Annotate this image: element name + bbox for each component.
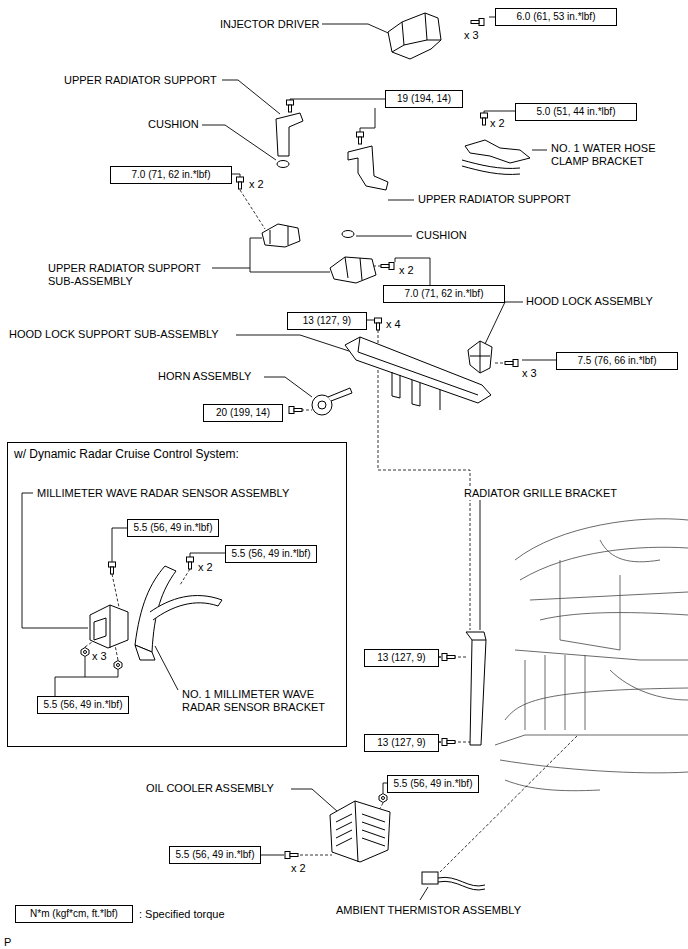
part-label: : Specified torque	[138, 908, 226, 921]
install-dashed-lines	[85, 190, 578, 872]
part-label: OIL COOLER ASSEMBLY	[145, 782, 275, 795]
torque-box: 5.5 (56, 49 in.*lbf)	[169, 846, 261, 864]
part-label: HORN ASSEMBLY	[157, 370, 252, 383]
part-label: NO. 1 MILLIMETER WAVE RADAR SENSOR BRACK…	[181, 688, 343, 714]
quantity-label: x 2	[248, 178, 265, 191]
torque-box: 7.5 (76, 66 in.*lbf)	[556, 352, 678, 370]
part-label: HOOD LOCK SUPPORT SUB-ASSEMBLY	[8, 328, 220, 341]
quantity-label: x 3	[521, 367, 538, 380]
torque-box: 13 (127, 9)	[364, 734, 439, 752]
part-label: AMBIENT THERMISTOR ASSEMBLY	[335, 904, 522, 917]
part-label: UPPER RADIATOR SUPPORT	[63, 74, 218, 87]
torque-box: N*m (kgf*cm, ft.*lbf)	[15, 905, 133, 923]
torque-value: 7.5 (76, 66 in.*lbf)	[578, 355, 657, 366]
torque-box: 5.5 (56, 49 in.*lbf)	[225, 545, 317, 563]
torque-value: 5.5 (56, 49 in.*lbf)	[44, 699, 123, 710]
quantity-label: x 2	[489, 117, 506, 130]
part-label: MILLIMETER WAVE RADAR SENSOR ASSEMBLY	[36, 487, 290, 500]
torque-box: 5.5 (56, 49 in.*lbf)	[387, 775, 479, 793]
torque-value: 5.5 (56, 49 in.*lbf)	[134, 522, 213, 533]
quantity-label: x 2	[290, 862, 307, 875]
part-label: UPPER RADIATOR SUPPORT SUB-ASSEMBLY	[47, 262, 209, 288]
torque-value: 5.5 (56, 49 in.*lbf)	[232, 548, 311, 559]
region-heading: w/ Dynamic Radar Cruise Control System:	[14, 447, 239, 461]
torque-value: 7.0 (71, 62 in.*lbf)	[405, 288, 484, 299]
torque-box: 5.5 (56, 49 in.*lbf)	[37, 696, 129, 714]
torque-value: 6.0 (61, 53 in.*lbf)	[517, 11, 596, 22]
part-label: CUSHION	[415, 229, 468, 242]
torque-value: 5.5 (56, 49 in.*lbf)	[176, 849, 255, 860]
torque-value: 13 (127, 9)	[377, 652, 425, 663]
torque-value: N*m (kgf*cm, ft.*lbf)	[30, 908, 118, 919]
torque-value: 7.0 (71, 62 in.*lbf)	[132, 169, 211, 180]
quantity-label: x 3	[463, 29, 480, 42]
part-label: RADIATOR GRILLE BRACKET	[463, 487, 618, 500]
torque-box: 7.0 (71, 62 in.*lbf)	[383, 285, 505, 303]
torque-value: 13 (127, 9)	[377, 737, 425, 748]
torque-value: 13 (127, 9)	[303, 315, 351, 326]
torque-box: 5.5 (56, 49 in.*lbf)	[127, 519, 219, 537]
torque-value: 5.5 (56, 49 in.*lbf)	[394, 778, 473, 789]
torque-box: 13 (127, 9)	[287, 312, 367, 330]
torque-value: 20 (199, 14)	[216, 407, 270, 418]
torque-box: 5.0 (51, 44 in.*lbf)	[515, 103, 637, 121]
torque-value: 5.0 (51, 44 in.*lbf)	[537, 106, 616, 117]
torque-box: 13 (127, 9)	[364, 649, 439, 667]
part-label: INJECTOR DRIVER	[219, 18, 320, 31]
quantity-label: x 2	[398, 264, 415, 277]
torque-value: 19 (194, 14)	[397, 93, 451, 104]
torque-box: 6.0 (61, 53 in.*lbf)	[495, 8, 617, 26]
torque-box: 19 (194, 14)	[385, 90, 463, 108]
quantity-label: x 4	[385, 318, 402, 331]
torque-box: 7.0 (71, 62 in.*lbf)	[110, 166, 232, 184]
part-label: UPPER RADIATOR SUPPORT	[417, 193, 572, 206]
part-label: HOOD LOCK ASSEMBLY	[525, 295, 654, 308]
engine-bay-outline	[495, 519, 688, 791]
torque-box: 20 (199, 14)	[203, 404, 283, 422]
part-label: NO. 1 WATER HOSE CLAMP BRACKET	[550, 142, 687, 168]
part-label: P	[3, 936, 12, 949]
part-label: CUSHION	[147, 118, 200, 131]
quantity-label: x 2	[197, 561, 214, 574]
quantity-label: x 3	[91, 650, 108, 663]
